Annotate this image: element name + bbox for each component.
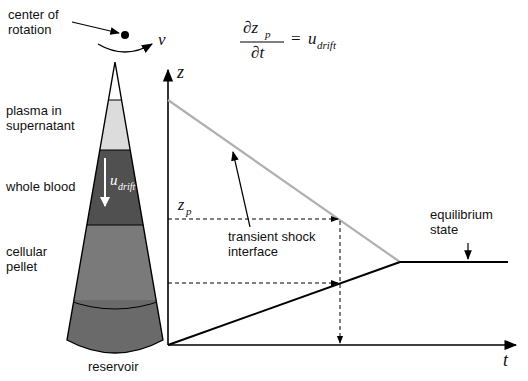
leader-line bbox=[233, 152, 250, 227]
part-label: whole blood bbox=[6, 180, 75, 195]
pellet-interface-line bbox=[168, 262, 400, 345]
callout-label: transient shock interface bbox=[228, 230, 328, 260]
dashed-guide bbox=[340, 221, 341, 343]
symbol-label: z bbox=[178, 196, 184, 214]
rotation-center-dot bbox=[121, 31, 129, 39]
equilibrium-line bbox=[400, 261, 508, 263]
t-axis bbox=[168, 344, 516, 346]
z-axis bbox=[167, 70, 169, 345]
part-label: plasma in supernatant bbox=[6, 104, 90, 134]
equation-term: ∂t bbox=[251, 43, 264, 63]
leader-line bbox=[72, 22, 119, 33]
leader-line bbox=[467, 243, 468, 259]
part-label: reservoir bbox=[88, 360, 139, 375]
subscript-label: drift bbox=[317, 39, 336, 52]
subscript-label: p bbox=[186, 205, 192, 218]
subscript-label: p bbox=[265, 28, 271, 41]
dashed-guide bbox=[168, 219, 338, 220]
symbol-label: ν bbox=[158, 30, 166, 50]
fraction-bar bbox=[240, 41, 284, 42]
subscript-label: drift bbox=[118, 181, 135, 193]
equation-term: = bbox=[291, 29, 301, 49]
symbol-label: u bbox=[110, 172, 118, 189]
equation-term: u bbox=[308, 29, 317, 49]
callout-label: equilibrium state bbox=[430, 208, 510, 238]
equation-term: ∂z bbox=[243, 18, 258, 38]
drift-arrow bbox=[104, 158, 106, 206]
axis-label: t bbox=[503, 350, 508, 371]
centrifuge-tube bbox=[67, 62, 163, 353]
part-label: cellular pellet bbox=[6, 245, 70, 275]
dashed-guide bbox=[168, 283, 338, 284]
axis-label: z bbox=[177, 62, 184, 83]
shock-interface-line bbox=[168, 100, 400, 262]
rotation-arrow bbox=[98, 44, 152, 52]
part-label: center of rotation bbox=[8, 8, 78, 38]
